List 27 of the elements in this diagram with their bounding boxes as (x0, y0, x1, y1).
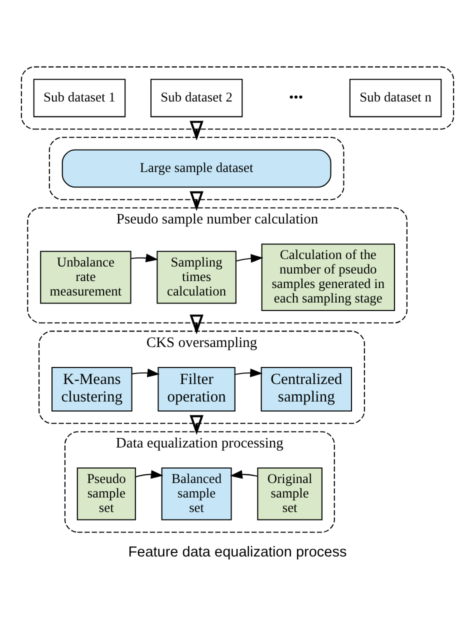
cluster (20, 66, 454, 130)
arrow (234, 368, 262, 377)
arrow (189, 190, 203, 211)
node-box: Large sample dataset (61, 148, 331, 188)
arrow (236, 254, 263, 262)
node-box: Unbalance rate measurement (40, 250, 131, 304)
node-box: Calculation of the number of pseudo samples generated in each sampling stage (260, 243, 395, 310)
caption: Feature data equalization process (128, 544, 346, 560)
arrow (135, 470, 163, 478)
arrow (229, 470, 258, 478)
arrow (131, 368, 160, 377)
node-box: Original sample set (256, 466, 322, 520)
node-box: Filter operation (157, 366, 235, 411)
node-box: K-Means clustering (50, 366, 132, 411)
node-box: Centralized sampling (260, 366, 352, 411)
node-box: Sampling times calculation (156, 250, 236, 304)
arrow (189, 120, 203, 140)
node-box: Sub dataset 2 (150, 78, 242, 117)
node-box: Balanced sample set (160, 466, 232, 520)
label: ••• (288, 89, 303, 104)
arrow (130, 253, 158, 262)
node-box: Sub dataset n (348, 78, 442, 117)
arrow (189, 414, 203, 434)
cluster (48, 136, 344, 200)
arrow (189, 314, 203, 334)
node-box: Sub dataset 1 (32, 78, 126, 117)
node-box: Pseudo sample set (76, 466, 136, 520)
